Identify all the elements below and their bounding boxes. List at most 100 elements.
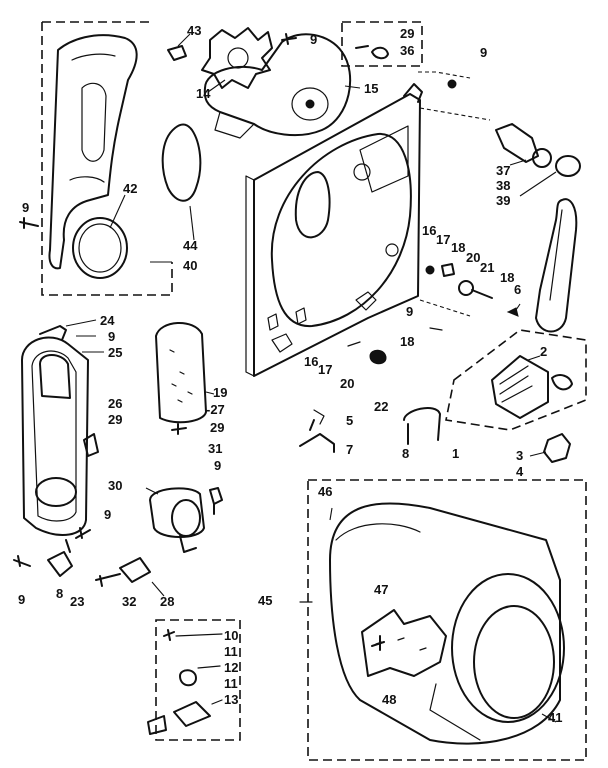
leader-15 bbox=[344, 85, 361, 89]
seal-group bbox=[161, 123, 202, 241]
rear-panel-hole-2 bbox=[385, 243, 399, 257]
blower-housing-edge bbox=[214, 111, 255, 139]
callout-38: 38 bbox=[496, 178, 510, 193]
callout-29-front: 29 bbox=[108, 412, 122, 427]
idler-clip bbox=[506, 307, 519, 317]
motor-clamp bbox=[403, 406, 441, 445]
leader-44 bbox=[189, 205, 195, 241]
lower-idler-parts bbox=[347, 327, 443, 347]
callout-18-lower: 18 bbox=[400, 334, 414, 349]
callout-21: 21 bbox=[480, 260, 494, 275]
callout-9-mid: 9 bbox=[406, 304, 413, 319]
callout-46: 46 bbox=[318, 484, 332, 499]
blower-housing-center bbox=[305, 99, 315, 109]
callout-20-right: 20 bbox=[466, 250, 480, 265]
front-panel-lower-hole bbox=[35, 477, 77, 507]
motor-body bbox=[491, 355, 549, 419]
callout-5: 5 bbox=[346, 413, 353, 428]
callout-41: 41 bbox=[548, 710, 562, 725]
callout-40: 40 bbox=[183, 258, 197, 273]
rear-panel-opening bbox=[270, 132, 412, 328]
callout-17-lower: 17 bbox=[318, 362, 332, 377]
drive-belt-inner bbox=[549, 209, 563, 301]
callout-39: 39 bbox=[496, 193, 510, 208]
callout-2: 2 bbox=[540, 344, 547, 359]
callout-12: 12 bbox=[224, 660, 238, 675]
leader-10 bbox=[175, 633, 223, 637]
front-panel-inner bbox=[31, 350, 77, 522]
leader-30 bbox=[145, 487, 159, 495]
callout-26: 26 bbox=[108, 396, 122, 411]
wire-32 bbox=[95, 573, 121, 587]
callout-18-far: 18 bbox=[500, 270, 514, 285]
drum-group bbox=[299, 479, 587, 761]
rear-panel-hole-1 bbox=[353, 163, 371, 181]
drive-belt bbox=[535, 198, 578, 333]
callout-11-b: 11 bbox=[224, 676, 238, 691]
shield-group bbox=[155, 321, 215, 435]
door-switch bbox=[83, 433, 99, 457]
duct-ring-inner bbox=[78, 223, 122, 273]
lint-duct-inner-ridge bbox=[69, 53, 116, 183]
callout-22: 22 bbox=[374, 399, 388, 414]
rear-panel-top-bracket bbox=[403, 83, 423, 103]
callout-13: 13 bbox=[224, 692, 238, 707]
leader-24 bbox=[65, 319, 97, 327]
blower-fan-hub bbox=[227, 47, 249, 69]
callout-16-lower: 16 bbox=[304, 354, 318, 369]
callout-9-front: 9 bbox=[108, 329, 115, 344]
rear-panel-vent-slot bbox=[294, 171, 331, 239]
blower-housing-port bbox=[291, 87, 329, 121]
callout-28: 28 bbox=[160, 594, 174, 609]
drum-roller bbox=[495, 123, 539, 163]
box-29-36-group bbox=[341, 21, 423, 67]
idler-washer bbox=[425, 265, 435, 275]
callout-14: 14 bbox=[196, 86, 211, 101]
blower-group bbox=[167, 27, 361, 139]
rear-panel-square-2 bbox=[295, 307, 307, 325]
leader-46 bbox=[329, 507, 333, 521]
blower-clip bbox=[167, 45, 187, 61]
belt-group bbox=[535, 198, 578, 333]
drum-box bbox=[307, 479, 587, 761]
door-catch-23 bbox=[47, 539, 73, 577]
drum-body bbox=[329, 502, 561, 745]
callout-9-duct: 9 bbox=[22, 200, 29, 215]
idler-shaft bbox=[471, 289, 493, 299]
idler-pulley bbox=[458, 280, 474, 296]
idler-assembly-group bbox=[347, 79, 519, 365]
lint-duct-group bbox=[19, 21, 173, 296]
callout-19: 19 bbox=[213, 385, 227, 400]
leader-14 bbox=[207, 79, 226, 93]
bushing-12 bbox=[179, 669, 197, 687]
rear-panel bbox=[253, 93, 421, 377]
switch-28 bbox=[119, 557, 151, 583]
callout-36: 36 bbox=[400, 43, 414, 58]
rear-panel-foot bbox=[271, 333, 293, 353]
heater-shield bbox=[155, 321, 207, 424]
lint-duct-inner-slot bbox=[81, 82, 107, 162]
heater-shield-holes bbox=[169, 349, 193, 403]
callout-42: 42 bbox=[123, 181, 137, 196]
callout-45: 45 bbox=[258, 593, 272, 608]
callout-16-right: 16 bbox=[422, 223, 436, 238]
callout-25: 25 bbox=[108, 345, 122, 360]
drum-back-rim bbox=[335, 523, 421, 541]
callout-48: 48 bbox=[382, 692, 396, 707]
callout-37: 37 bbox=[496, 163, 510, 178]
callout-32: 32 bbox=[122, 594, 136, 609]
blower-fan bbox=[201, 27, 273, 89]
callout-4: 4 bbox=[516, 464, 524, 479]
callout-30: 30 bbox=[108, 478, 122, 493]
callout-9-topright: 9 bbox=[480, 45, 487, 60]
leader-dash-mid bbox=[419, 107, 491, 121]
callout-9-front-lower: 9 bbox=[104, 507, 111, 522]
callout-29-top: 29 bbox=[400, 26, 414, 41]
callout-29-shield: 29 bbox=[210, 420, 224, 435]
drum-front-rim bbox=[451, 573, 565, 723]
callout-3: 3 bbox=[516, 448, 523, 463]
lint-duct-box bbox=[41, 21, 173, 296]
front-panel-group bbox=[13, 319, 104, 577]
lint-duct bbox=[48, 34, 138, 270]
